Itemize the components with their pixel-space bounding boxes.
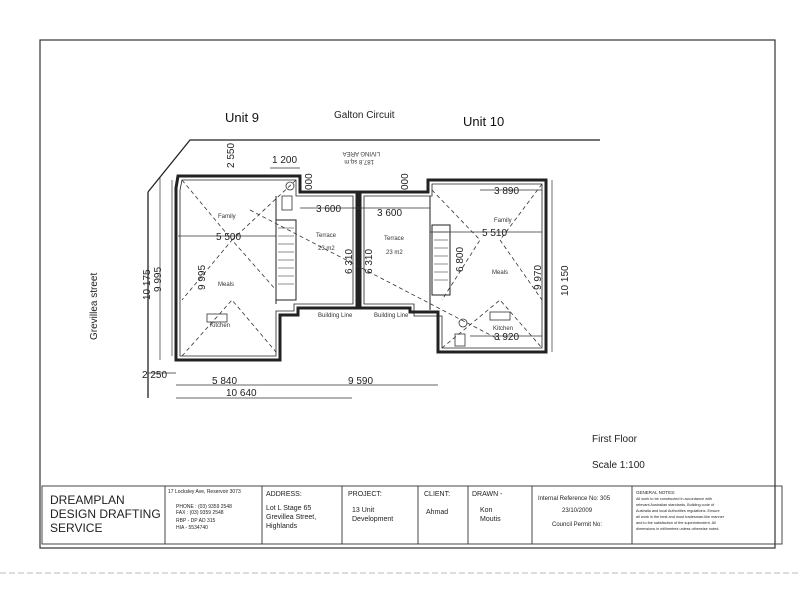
contact-line-1: 17 Locksley Ave, Reservoir 3073 [168, 489, 241, 495]
drawn-line-2: Moutis [480, 516, 501, 523]
street-side-label: Grevillea street [89, 273, 100, 340]
contact-line-5: HIA - 5534740 [176, 525, 208, 531]
dim-5510: 5 510 [482, 228, 507, 239]
room-terrace-left-area: 23 m2 [318, 246, 335, 252]
property-boundary [147, 139, 600, 193]
contact-line-4: RBP - DP AD 315 [176, 518, 215, 524]
drawn-line-1: Kon [480, 507, 493, 514]
project-line-1: 13 Unit [352, 507, 374, 514]
dim-5840: 5 840 [212, 376, 237, 387]
unit-10-label: Unit 10 [463, 114, 504, 129]
client-value: Ahmad [426, 509, 448, 516]
internal-walls [275, 196, 451, 310]
address-line-2: Grevillea Street, [266, 514, 316, 521]
dim-000-left: 000 [304, 173, 315, 190]
dim-9995-outer: 9 995 [153, 267, 164, 292]
dim-3890: 3 890 [494, 186, 519, 197]
scale-label: Scale 1:100 [592, 460, 645, 471]
dim-10150: 10 150 [560, 265, 571, 296]
dim-9970: 9 970 [533, 265, 544, 290]
dim-3600-left: 3 600 [316, 204, 341, 215]
room-kitchen-right: Kitchen [493, 326, 513, 332]
dim-3920: 3 920 [494, 332, 519, 343]
living-area-value: 187.8 sq.m [344, 158, 374, 164]
dim-6310-left: 6 310 [344, 249, 355, 274]
address-line-1: Lot L Stage 65 [266, 505, 311, 512]
contact-line-2: PHONE : (03) 9359 2548 [176, 504, 232, 510]
company-line-3: SERVICE [50, 521, 102, 535]
dim-2550: 2 550 [226, 143, 237, 168]
drawn-label: DRAWN - [472, 491, 503, 498]
sheet-border [39, 39, 776, 549]
notes-label: GENERAL NOTES: [636, 490, 675, 495]
project-label: PROJECT: [348, 491, 382, 498]
dim-5500: 5 500 [216, 232, 241, 243]
reference-value: Internal Reference No: 305 [538, 496, 611, 502]
room-terrace-left: Terrace [316, 233, 337, 239]
floor-label: First Floor [592, 434, 638, 445]
dim-10175: 10 175 [142, 269, 153, 300]
date-value: 23/10/2009 [562, 508, 593, 514]
building-line-right: Building Line [374, 313, 409, 319]
dim-3600-right: 3 600 [377, 208, 402, 219]
dim-2250: 2 250 [142, 370, 167, 381]
company-line-1: DREAMPLAN [50, 493, 125, 507]
company-line-2: DESIGN DRAFTING [50, 507, 161, 521]
address-label: ADDRESS: [266, 491, 302, 498]
street-top-label: Galton Circuit [334, 110, 395, 121]
dim-6800: 6 800 [455, 247, 466, 272]
notes-line-3: Australia and local Authorities regulati… [636, 509, 720, 513]
building-line-left: Building Line [318, 313, 353, 319]
notes-line-5: and to the satisfaction of the superinte… [636, 521, 716, 525]
project-line-2: Development [352, 516, 393, 523]
room-terrace-right: Terrace [384, 236, 405, 242]
dim-9590: 9 590 [348, 376, 373, 387]
roof-lines [181, 179, 543, 357]
room-terrace-right-area: 23 m2 [386, 250, 403, 256]
room-family-right: Family [494, 218, 512, 224]
address-line-3: Highlands [266, 523, 298, 530]
title-block [41, 485, 783, 545]
notes-line-2: relevant Australian standards, Building … [636, 503, 715, 507]
living-area-label: LIVING AREA [343, 150, 380, 156]
dim-000-right: 000 [400, 173, 411, 190]
unit-9-label: Unit 9 [225, 110, 259, 125]
room-meals-left: Meals [218, 282, 234, 288]
dimension-lines [148, 167, 553, 399]
notes-line-4: all work in the best and most tradesman-… [636, 515, 725, 519]
contact-line-3: FAX : (03) 9359 2548 [176, 510, 224, 516]
dim-1200: 1 200 [272, 155, 297, 166]
fixtures [206, 181, 511, 347]
notes-line-1: All work to be constructed in accordance… [636, 497, 712, 501]
dim-10640: 10 640 [226, 388, 257, 399]
notes-line-6: dimensions in millimetres unless otherwi… [636, 527, 719, 531]
room-meals-right: Meals [492, 270, 508, 276]
unit-9-outline [174, 174, 359, 362]
room-kitchen-left: Kitchen [210, 323, 230, 329]
dim-6310-right: 6 310 [364, 249, 375, 274]
client-label: CLIENT: [424, 491, 450, 498]
stairs [278, 227, 448, 285]
room-family-left: Family [218, 214, 236, 220]
permit-label: Council Permit No: [552, 522, 602, 528]
dim-9995-inner: 9 995 [197, 265, 208, 290]
